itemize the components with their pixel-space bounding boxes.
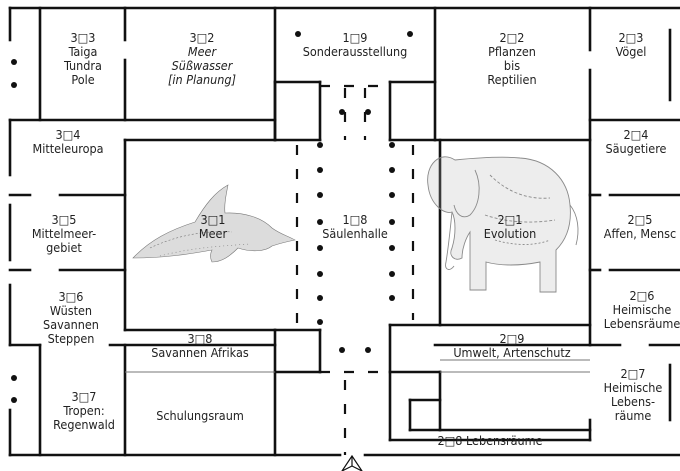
- dolphin-illustration: [132, 184, 296, 263]
- north-arrow-icon: [341, 454, 363, 471]
- schulungsraum-label: Schulungsraum: [156, 408, 244, 423]
- room-2-8-label: 2□8 Lebensräume: [437, 433, 543, 448]
- elephant-illustration: [427, 156, 579, 293]
